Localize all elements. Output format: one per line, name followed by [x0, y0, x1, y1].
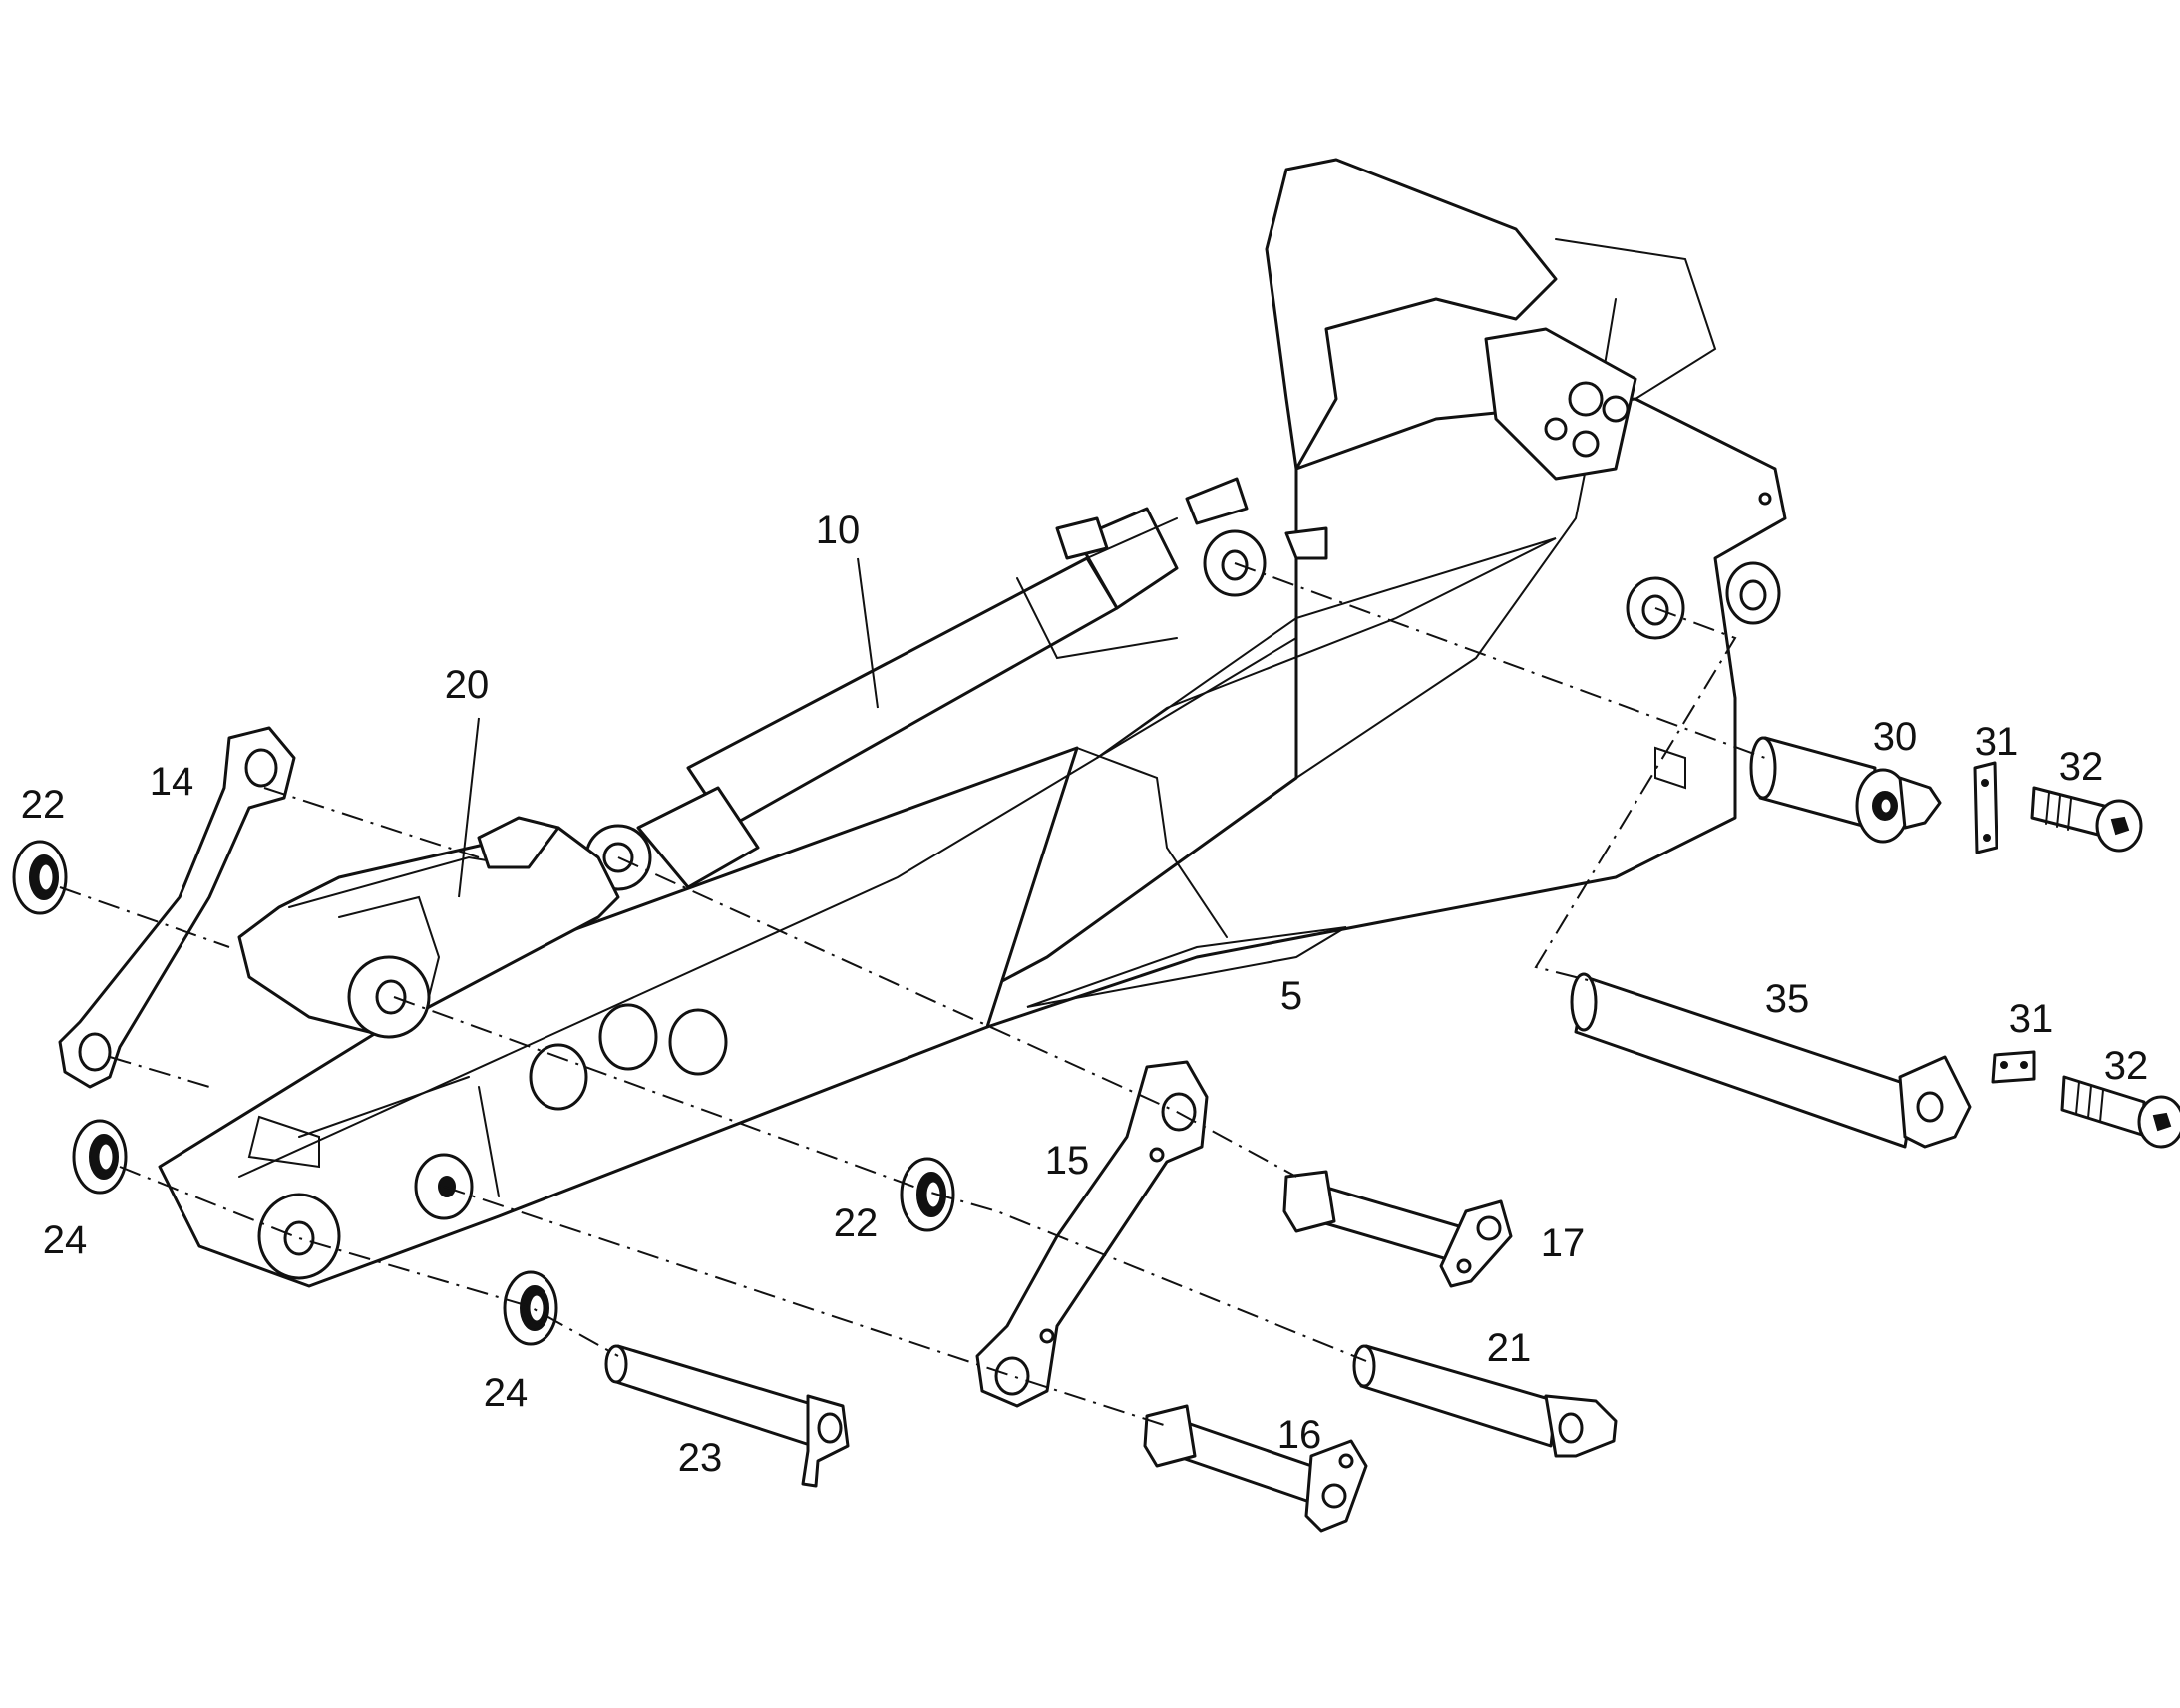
callout-14: 14 [150, 760, 194, 804]
hydraulic-cylinder [584, 477, 1328, 891]
pin-23 [604, 1344, 850, 1488]
callout-24-left: 24 [43, 1218, 88, 1262]
link-arm-14 [58, 726, 296, 1089]
plate-31-bottom [1991, 1050, 2036, 1084]
callout-32-top: 32 [2059, 745, 2104, 789]
assembly-centerlines [59, 562, 1766, 1427]
callout-21: 21 [1487, 1326, 1532, 1370]
callout-17: 17 [1541, 1221, 1586, 1265]
callout-15: 15 [1045, 1139, 1090, 1183]
washer-24-bottom [503, 1270, 558, 1346]
callout-35: 35 [1765, 977, 1810, 1021]
callout-30: 30 [1873, 715, 1918, 759]
boom-frame [158, 158, 1787, 1288]
washer-22-center [900, 1157, 955, 1232]
callout-16: 16 [1277, 1413, 1322, 1457]
callout-10: 10 [816, 509, 861, 552]
callout-leaders [458, 557, 879, 898]
callout-31-bottom: 31 [2009, 997, 2054, 1041]
callout-20: 20 [445, 663, 490, 707]
link-arm-15 [975, 1060, 1209, 1408]
callout-5: 5 [1280, 974, 1302, 1018]
valve-block [1484, 327, 1637, 481]
callout-22-center: 22 [834, 1201, 879, 1245]
callout-22-left: 22 [21, 783, 66, 827]
tilt-link [237, 816, 620, 1039]
pin-17 [1282, 1170, 1513, 1288]
washer-22-left [12, 840, 68, 915]
callout-labels: 5 10 14 15 16 17 20 21 22 22 23 24 24 30… [21, 509, 2149, 1480]
pin-16 [1143, 1404, 1368, 1533]
callout-24-bottom: 24 [484, 1371, 529, 1415]
bolt-32-bottom [2060, 1075, 2180, 1149]
washer-24-left [72, 1119, 128, 1195]
bolt-32-top [2030, 786, 2143, 853]
callout-23: 23 [678, 1436, 723, 1480]
pin-35 [1570, 972, 1972, 1149]
plate-31-top [1973, 761, 1998, 854]
callout-31-top: 31 [1975, 720, 2019, 764]
pin-30 [1749, 736, 1942, 844]
pin-21 [1352, 1344, 1618, 1458]
callout-32-bottom: 32 [2104, 1044, 2149, 1088]
